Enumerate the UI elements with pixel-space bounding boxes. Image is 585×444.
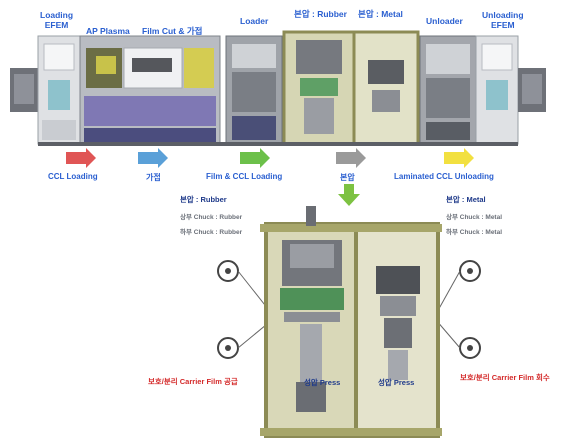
rubber-press-detail — [260, 206, 360, 438]
rubber-press-module — [282, 30, 356, 146]
label-loader: Loader — [240, 16, 269, 26]
loader-module — [225, 35, 283, 145]
press-right-label: 성압 Press — [378, 378, 415, 387]
metal-press-detail — [352, 222, 442, 438]
machine-line-diagram — [10, 30, 546, 146]
label-loading-efem: Loading EFEM — [40, 10, 74, 30]
step-label-ccl-loading: CCL Loading — [48, 172, 98, 181]
label-unloader: Unloader — [426, 16, 463, 26]
label-film-cut: Film Cut & 가접 — [142, 26, 203, 36]
arrow-bonding — [336, 148, 366, 168]
arrow-film-ccl-loading — [240, 148, 270, 168]
press-left-label: 성압 Press — [304, 378, 341, 387]
detail-metal-title: 본압 : Metal — [446, 195, 486, 204]
process-arrows — [66, 148, 474, 168]
down-arrow-icon — [338, 184, 360, 206]
step-label-bonding: 본압 — [340, 173, 355, 182]
detail-metal-lower: 하부 Chuck : Metal — [446, 229, 503, 236]
carrier-film-supply-reels — [217, 260, 273, 359]
detail-rubber-upper: 상부 Chuck : Rubber — [180, 214, 243, 221]
right-side-panel — [518, 68, 546, 112]
label-bonding-rubber: 본압 : Rubber — [294, 9, 347, 19]
label-bonding-metal: 본압 : Metal — [358, 9, 403, 19]
carrier-film-recover-label: 보호/분리 Carrier Film 회수 — [460, 373, 550, 382]
metal-press-module — [352, 30, 420, 146]
step-label-film-ccl-loading: Film & CCL Loading — [206, 172, 283, 181]
step-label-tack: 가접 — [146, 173, 161, 182]
left-side-panel — [10, 68, 38, 112]
arrow-laminated-unloading — [444, 148, 474, 168]
detail-press-diagram — [217, 206, 481, 438]
unloading-efem-module — [475, 35, 519, 145]
unloader-module — [419, 35, 477, 145]
carrier-film-recover-reels — [435, 260, 481, 359]
loading-efem-module — [37, 35, 81, 145]
detail-rubber-title: 본압 : Rubber — [180, 195, 227, 204]
label-unloading-efem: Unloading EFEM — [482, 10, 524, 30]
carrier-film-supply-label: 보호/분리 Carrier Film 공급 — [148, 377, 238, 386]
arrow-tack — [138, 148, 168, 168]
detail-metal-upper: 상부 Chuck : Metal — [446, 214, 503, 221]
label-ap-plasma: AP Plasma — [86, 26, 130, 36]
ap-plasma-film-cut-module — [79, 35, 221, 145]
detail-rubber-lower: 하부 Chuck : Rubber — [180, 229, 243, 236]
arrow-ccl-loading — [66, 148, 96, 168]
step-label-laminated-unloading: Laminated CCL Unloading — [394, 172, 494, 181]
